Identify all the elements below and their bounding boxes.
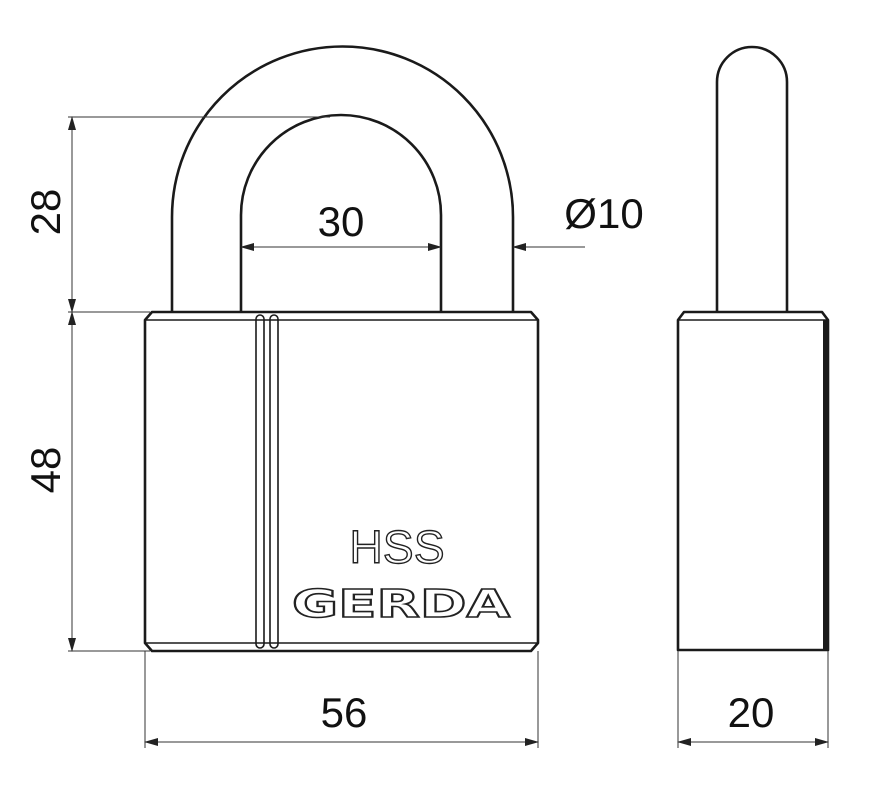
logo-gerda: GERDA	[292, 582, 511, 626]
dim-shackle-diameter: Ø10	[564, 190, 643, 237]
dim-shackle-inner-width: 30	[318, 198, 365, 245]
dimension-lines	[68, 116, 829, 746]
front-body: HSS GERDA	[143, 310, 540, 653]
extension-lines	[68, 116, 829, 748]
body-groove	[255, 314, 279, 649]
front-shackle	[170, 45, 515, 312]
dim-body-width: 56	[321, 689, 368, 736]
logo-hss: HSS	[350, 521, 445, 573]
side-view	[676, 45, 830, 652]
dim-shackle-height: 28	[22, 189, 69, 236]
dim-body-height: 48	[22, 447, 69, 494]
dim-body-depth: 20	[728, 689, 775, 736]
